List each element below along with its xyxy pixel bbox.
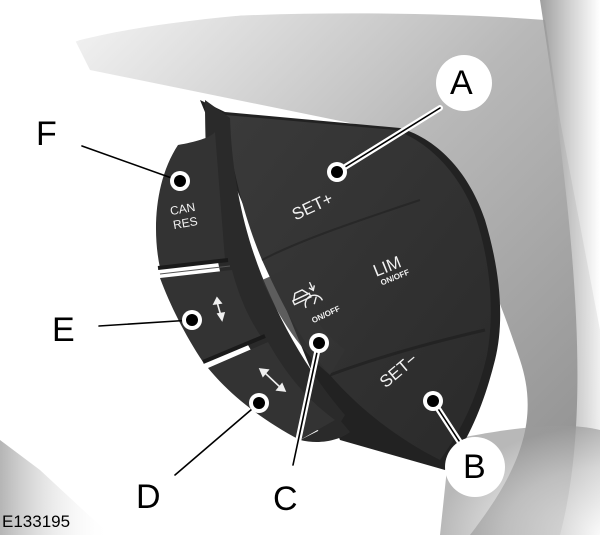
cruise-control-icon xyxy=(291,281,324,309)
callout-circle-b xyxy=(445,437,505,497)
trim-edge xyxy=(540,0,600,535)
callout-f: F xyxy=(36,115,57,153)
can-res-button[interactable] xyxy=(155,132,225,268)
callout-d: D xyxy=(136,478,161,516)
callout-dots xyxy=(170,162,443,413)
background-top xyxy=(0,0,540,70)
gap-adjust-button-e[interactable] xyxy=(160,270,262,362)
steering-wheel-trim xyxy=(70,13,600,535)
callout-circle-a xyxy=(436,55,492,111)
callout-b: B xyxy=(463,448,486,486)
callout-e: E xyxy=(52,311,75,349)
callout-circle-d xyxy=(120,467,180,527)
figure-reference-code: E133195 xyxy=(2,512,71,531)
gap-arrow-diagonal-icon xyxy=(258,368,287,392)
main-switch-pad xyxy=(225,115,491,460)
callout-a: A xyxy=(450,64,473,102)
callout-c: C xyxy=(273,480,298,518)
gap-arrow-vertical-icon xyxy=(212,296,226,322)
